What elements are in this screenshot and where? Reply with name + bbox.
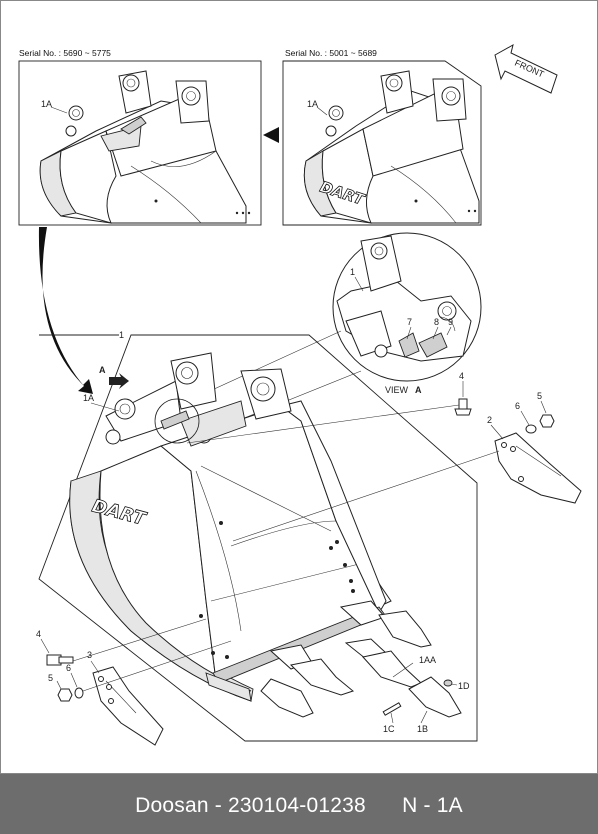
diagram-frame: Serial No. : 5690 ~ 5775 1A Serial No. :… bbox=[0, 0, 598, 774]
view-a-marker-letter: A bbox=[99, 365, 106, 375]
callout-5-left: 5 bbox=[48, 673, 53, 683]
tooth-1b bbox=[408, 676, 462, 718]
pointer-arrow-icon bbox=[263, 127, 279, 143]
nut-left-icon bbox=[57, 688, 73, 702]
footer-bar: Doosan - 230104-01238 N - 1A bbox=[0, 774, 598, 834]
callout-2: 2 bbox=[487, 415, 492, 425]
lock-1d bbox=[443, 679, 453, 687]
callout-6-top: 6 bbox=[515, 401, 520, 411]
detail-left-bucket bbox=[39, 70, 251, 224]
main-view-marker: A bbox=[99, 365, 129, 389]
part-number-label: Doosan - 230104-01238 N - 1A bbox=[135, 794, 463, 817]
callout-1c: 1C bbox=[383, 724, 395, 734]
detail-right-bucket: DART bbox=[303, 70, 480, 224]
parts-diagram: Serial No. : 5690 ~ 5775 1A Serial No. :… bbox=[18, 44, 582, 746]
view-a-caption: VIEW bbox=[385, 385, 409, 395]
view-a-marker-arrow-icon bbox=[109, 373, 129, 389]
front-arrow-icon bbox=[494, 44, 558, 94]
washer-icon bbox=[525, 424, 537, 434]
detail-right-serial: Serial No. : 5001 ~ 5689 bbox=[285, 48, 377, 58]
detail-left-serial: Serial No. : 5690 ~ 5775 bbox=[19, 48, 111, 58]
detail-left: Serial No. : 5690 ~ 5775 1A bbox=[18, 48, 262, 226]
main-bucket: DART bbox=[69, 352, 392, 702]
detail-right-callout-1a: 1A bbox=[307, 99, 318, 109]
callout-4-top: 4 bbox=[459, 371, 464, 381]
nut-icon bbox=[539, 414, 555, 428]
callout-4-left: 4 bbox=[36, 629, 41, 639]
washer-left-icon bbox=[74, 687, 84, 699]
front-arrow: FRONT bbox=[494, 44, 558, 94]
view-a-detail: 1 7 8 9 VIEW A bbox=[332, 232, 482, 395]
detail-leader-arrow-icon bbox=[38, 227, 93, 394]
callout-5-top: 5 bbox=[537, 391, 542, 401]
callout-1b: 1B bbox=[417, 724, 428, 734]
teeth-row bbox=[260, 600, 432, 718]
view-a-callout-7: 7 bbox=[407, 317, 412, 327]
assembly-outline bbox=[38, 334, 478, 742]
hardware-left: 4 6 5 bbox=[36, 618, 232, 702]
callout-6-left: 6 bbox=[66, 663, 71, 673]
side-cutter-right: 2 bbox=[487, 415, 582, 504]
tooth-parts: 1AA 1D 1C 1B bbox=[382, 655, 470, 734]
detail-left-callout-1a: 1A bbox=[41, 99, 52, 109]
callout-1aa: 1AA bbox=[419, 655, 436, 665]
hardware-right: 4 6 5 bbox=[186, 371, 555, 542]
pin-1c bbox=[382, 702, 402, 716]
assembly-callout-1: 1 bbox=[119, 330, 124, 340]
view-a-callout-8: 8 bbox=[434, 317, 439, 327]
view-a-callout-1: 1 bbox=[350, 267, 355, 277]
view-a-caption-letter: A bbox=[415, 385, 422, 395]
main-callout-1a: 1A bbox=[83, 393, 94, 403]
callout-1d: 1D bbox=[458, 681, 470, 691]
callout-3: 3 bbox=[87, 650, 92, 660]
side-cutter-left: 3 bbox=[87, 650, 164, 746]
detail-right: Serial No. : 5001 ~ 5689 DART 1A bbox=[282, 48, 482, 226]
bolt-left-icon bbox=[46, 654, 62, 666]
view-a-callout-9: 9 bbox=[448, 317, 453, 327]
